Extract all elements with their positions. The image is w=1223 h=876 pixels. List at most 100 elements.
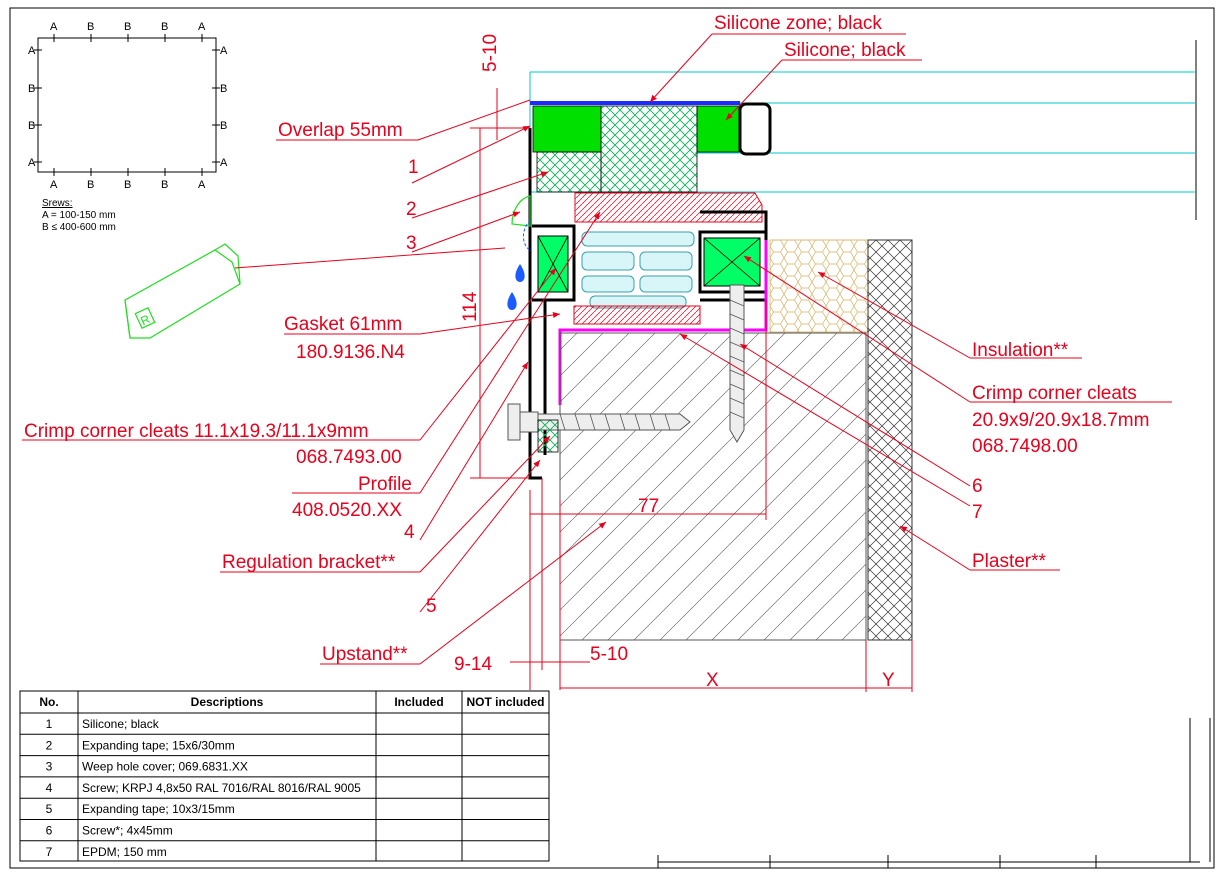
table-cell-no: 1 bbox=[46, 717, 53, 731]
key-top-letter: B bbox=[87, 21, 94, 33]
table-cell-desc: Weep hole cover; 069.6831.XX bbox=[82, 760, 248, 774]
dim-114: 114 bbox=[460, 291, 481, 322]
table-cell-no: 2 bbox=[46, 738, 53, 752]
key-right-letter: A bbox=[220, 157, 228, 169]
label-item-7: 7 bbox=[972, 502, 983, 523]
key-bottom-letter: A bbox=[198, 179, 206, 191]
label-plaster: Plaster** bbox=[972, 551, 1047, 572]
label-item-5: 5 bbox=[426, 596, 437, 617]
label-item-4: 4 bbox=[404, 522, 415, 543]
weep-hole-cover-icon: R bbox=[124, 243, 241, 339]
key-bottom-letter: B bbox=[161, 179, 168, 191]
key-right-letter: B bbox=[220, 120, 227, 132]
screw-key: A A B B B B B B A A A A B B B B A A Srews: A = 100-150 mm… bbox=[28, 21, 228, 233]
key-right-letter: A bbox=[220, 45, 228, 57]
label-overlap: Overlap 55mm bbox=[278, 120, 403, 141]
table-cell-no: 6 bbox=[46, 824, 53, 838]
upstand-wall bbox=[559, 332, 867, 641]
screw-4 bbox=[507, 403, 691, 441]
label-item-3: 3 bbox=[406, 233, 417, 254]
label-regulation: Regulation bracket** bbox=[222, 552, 396, 573]
dimension-labels: 5-10 114 77 9-14 5-10 X Y bbox=[454, 34, 895, 691]
insulation bbox=[769, 239, 869, 333]
key-bottom-letter: A bbox=[50, 179, 58, 191]
table-header: Included bbox=[394, 695, 443, 709]
label-crimp-right-code: 068.7498.00 bbox=[972, 436, 1078, 457]
crimp-cleat-right bbox=[703, 237, 761, 287]
dim-5-10-bottom: 5-10 bbox=[590, 644, 628, 665]
key-left-letter: A bbox=[28, 157, 36, 169]
plaster bbox=[867, 239, 913, 641]
label-item-6: 6 bbox=[972, 476, 983, 497]
callout-labels: Silicone zone; black Silicone; black Ove… bbox=[24, 13, 1149, 665]
table-cell-no: 7 bbox=[46, 845, 53, 859]
water-drop-2 bbox=[507, 292, 517, 310]
thermal-break bbox=[581, 231, 695, 309]
glass-spacer bbox=[600, 105, 698, 193]
key-right-letter: B bbox=[220, 83, 227, 95]
table-header: NOT included bbox=[467, 695, 545, 709]
edge-seal bbox=[738, 102, 772, 156]
table-cell-no: 5 bbox=[46, 802, 53, 816]
expanding-tape-5 bbox=[537, 419, 559, 453]
key-left-letter: A bbox=[28, 45, 36, 57]
label-profile-code: 408.0520.XX bbox=[292, 500, 402, 521]
key-letters: A A B B B B B B A A A A B B B B A A bbox=[28, 21, 228, 191]
dim-77: 77 bbox=[638, 496, 659, 517]
table-cell-no: 3 bbox=[46, 760, 53, 774]
label-insulation: Insulation** bbox=[972, 340, 1069, 361]
key-left-letter: B bbox=[28, 120, 35, 132]
label-silicone-zone: Silicone zone; black bbox=[714, 13, 882, 34]
key-frame bbox=[37, 37, 217, 173]
leader-lines bbox=[22, 33, 1172, 665]
gasket-band bbox=[574, 192, 763, 223]
title-block bbox=[657, 718, 1211, 868]
table-cell-desc: Silicone; black bbox=[82, 717, 160, 731]
key-top-letter: A bbox=[50, 21, 58, 33]
parts-table: No. Descriptions Included NOT included 1 Sili… bbox=[19, 690, 550, 862]
expanding-tape-2 bbox=[536, 151, 602, 193]
label-item-1: 1 bbox=[408, 157, 419, 178]
key-title: Srews: bbox=[42, 198, 73, 209]
table-cell-no: 4 bbox=[46, 781, 53, 795]
dimension-lines bbox=[470, 88, 913, 692]
key-top-letter: B bbox=[124, 21, 131, 33]
table-cell-desc: Screw; KRPJ 4,8x50 RAL 7016/RAL 8016/RAL… bbox=[82, 781, 361, 795]
section-drawing bbox=[507, 71, 1196, 641]
label-item-2: 2 bbox=[406, 199, 417, 220]
key-left-letter: B bbox=[28, 83, 35, 95]
silicone-block-left bbox=[532, 105, 602, 153]
crimp-cleat-left bbox=[537, 235, 569, 293]
screw-6 bbox=[729, 284, 745, 443]
label-crimp-left: Crimp corner cleats 11.1x19.3/11.1x9mm bbox=[24, 421, 369, 442]
dim-x: X bbox=[706, 670, 719, 691]
key-line-b: B ≤ 400-600 mm bbox=[42, 222, 116, 233]
table-header: No. bbox=[39, 695, 58, 709]
gasket-lower bbox=[573, 305, 701, 325]
table-cell-desc: Expanding tape; 15x6/30mm bbox=[82, 738, 235, 752]
table-cell-desc: Expanding tape; 10x3/15mm bbox=[82, 802, 235, 816]
key-top-letter: B bbox=[161, 21, 168, 33]
label-crimp-right-dims: 20.9x9/20.9x18.7mm bbox=[972, 410, 1149, 431]
table-header: Descriptions bbox=[191, 695, 264, 709]
key-line-a: A = 100-150 mm bbox=[42, 210, 116, 221]
key-bottom-letter: B bbox=[87, 179, 94, 191]
table-cell-desc: Screw*; 4x45mm bbox=[82, 824, 173, 838]
label-upstand: Upstand** bbox=[322, 644, 408, 665]
key-bottom-letter: B bbox=[124, 179, 131, 191]
label-silicone: Silicone; black bbox=[784, 40, 906, 61]
sheet-border bbox=[9, 7, 1215, 869]
label-crimp-left-code: 068.7493.00 bbox=[296, 447, 402, 468]
dim-5-10-top: 5-10 bbox=[480, 34, 501, 72]
water-drop-1 bbox=[515, 264, 525, 282]
label-gasket: Gasket 61mm bbox=[284, 314, 402, 335]
label-crimp-right: Crimp corner cleats bbox=[972, 383, 1137, 404]
label-profile: Profile bbox=[358, 474, 412, 495]
table-cell-desc: EPDM; 150 mm bbox=[82, 845, 167, 859]
label-gasket-code: 180.9136.N4 bbox=[296, 342, 405, 363]
weep-cover bbox=[511, 195, 531, 227]
dim-9-14: 9-14 bbox=[454, 654, 492, 675]
dim-y: Y bbox=[882, 670, 895, 691]
key-top-letter: A bbox=[198, 21, 206, 33]
